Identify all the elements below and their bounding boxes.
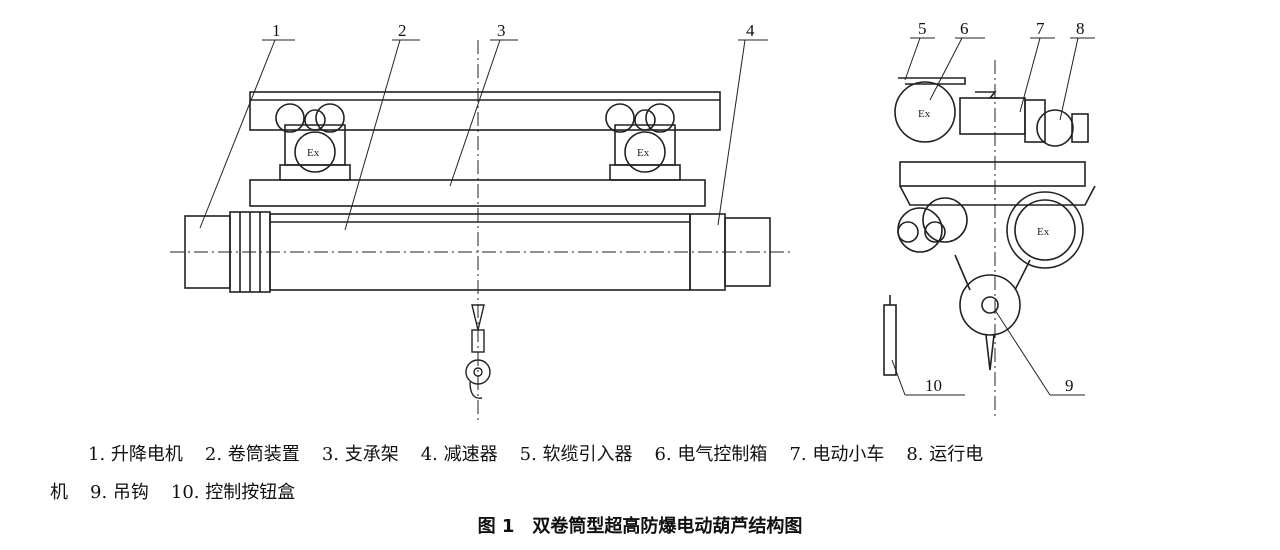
legend-item: 4. 减速器: [420, 444, 498, 465]
label-7: 7: [1036, 19, 1045, 38]
legend-item: 5. 软缆引入器: [519, 444, 633, 465]
label-5: 5: [918, 19, 927, 38]
svg-text:Ex: Ex: [918, 108, 931, 120]
legend-item: 10. 控制按钮盒: [170, 482, 296, 503]
side-view: Ex Ex: [883, 60, 1096, 420]
svg-text:Ex: Ex: [1037, 226, 1050, 238]
hoist-structure-diagram: Ex Ex Ex Ex: [170, 19, 1096, 420]
legend-item: 3. 支承架: [321, 444, 399, 465]
label-3: 3: [497, 21, 506, 40]
legend-line-1: 1. 升降电机 2. 卷筒装置 3. 支承架 4. 减速器 5. 软缆引入器 6. 电气控…: [88, 440, 1005, 466]
electrical-control-box: [894, 81, 956, 143]
legend-item: 机: [50, 482, 68, 503]
hook: [465, 304, 491, 399]
ex-mark: Ex: [637, 147, 650, 159]
label-6: 6: [960, 19, 969, 38]
figure-caption: 图 1 双卷筒型超高防爆电动葫芦结构图: [477, 516, 803, 537]
label-9: 9: [1065, 376, 1074, 395]
control-button-box: [883, 295, 897, 376]
ex-mark: Ex: [307, 147, 320, 159]
legend-item: 8. 运行电: [906, 444, 984, 465]
label-1: 1: [272, 21, 281, 40]
leader-lines: [199, 37, 1095, 396]
part-number-labels: 1 2 3 4 5 6 7 8 9 10: [272, 19, 1085, 395]
legend-item: 7. 电动小车: [789, 444, 885, 465]
label-4: 4: [746, 21, 755, 40]
rail-beam: [249, 91, 721, 131]
support-frame: [249, 179, 706, 207]
hook-block: [959, 274, 1021, 336]
legend-item: 6. 电气控制箱: [654, 444, 768, 465]
trolley-right: [605, 103, 681, 181]
label-10: 10: [925, 376, 942, 395]
trolley-left: [275, 103, 351, 181]
label-8: 8: [1076, 19, 1085, 38]
legend-line-2: 机 9. 吊钩 10. 控制按钮盒: [50, 478, 317, 504]
front-view: Ex Ex: [170, 40, 790, 420]
legend-item: 1. 升降电机: [88, 444, 183, 465]
travel-motor: [1036, 109, 1074, 147]
label-2: 2: [398, 21, 407, 40]
legend-item: 2. 卷筒装置: [204, 444, 300, 465]
legend-item: 9. 吊钩: [90, 482, 149, 503]
